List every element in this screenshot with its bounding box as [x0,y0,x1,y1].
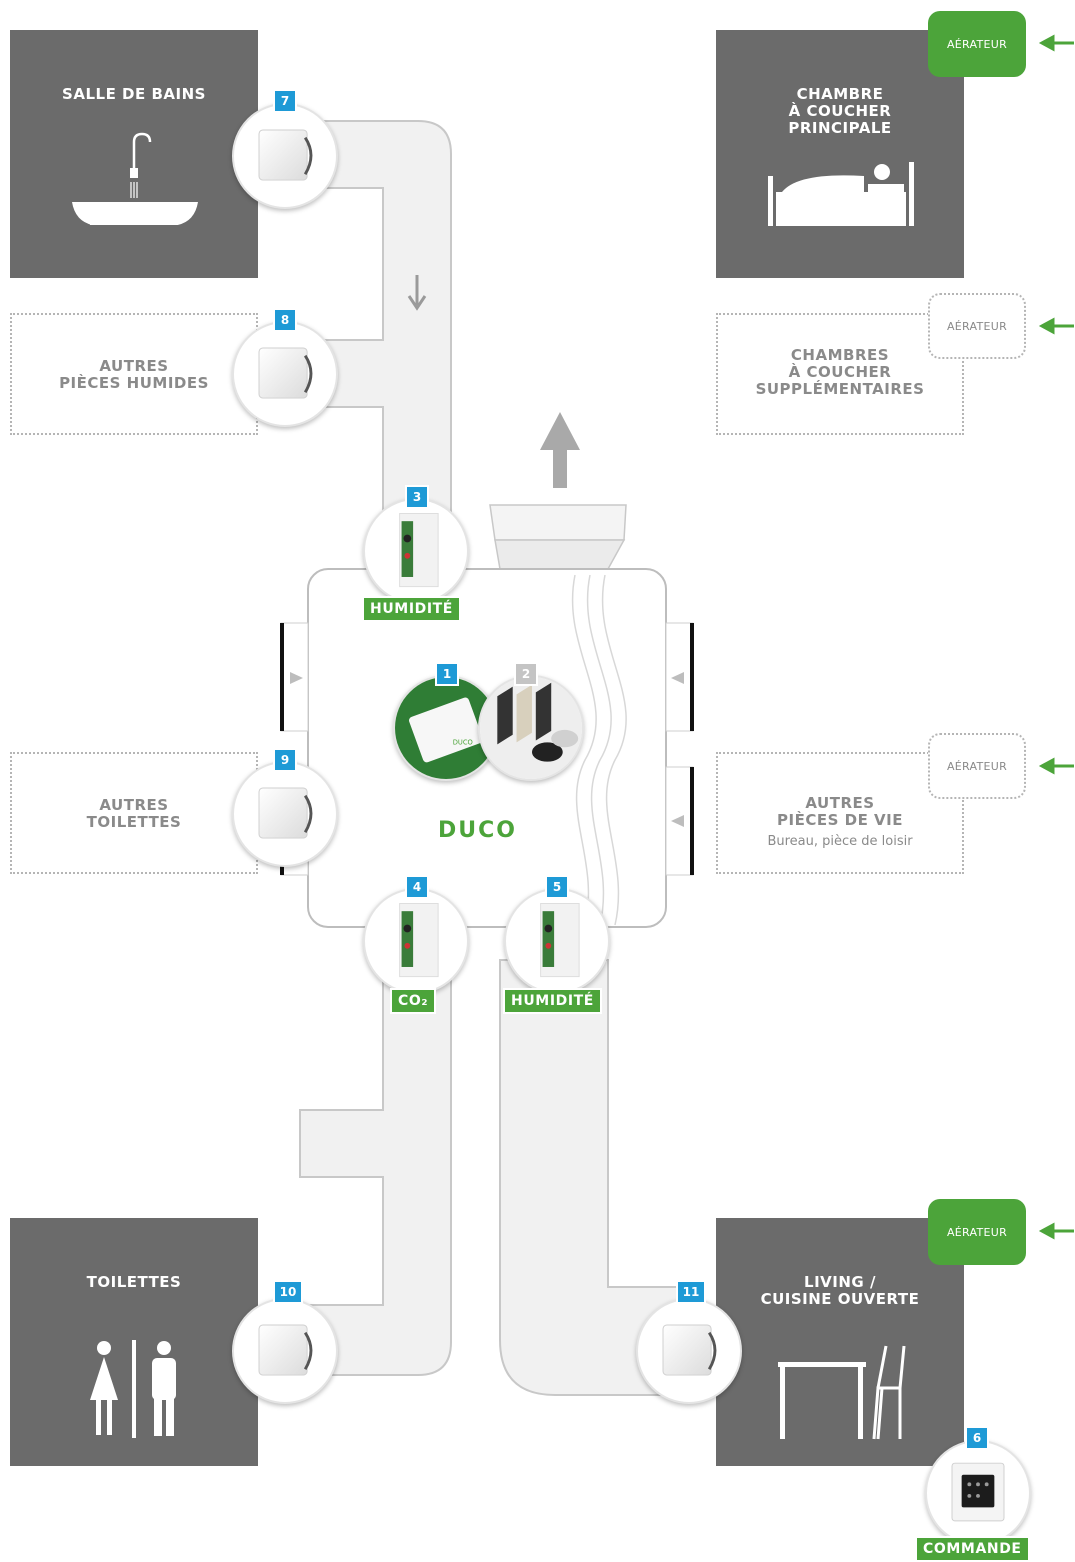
valve-9 [232,761,338,867]
bed-icon [768,162,914,226]
duct-bottom-left [299,959,452,1376]
tag-8: 8 [273,308,297,332]
toilet-people-icon [90,1340,176,1438]
tag-9: 9 [273,748,297,772]
aerateur-living-kitchen: AÉRATEUR [928,1199,1026,1265]
tag-11: 11 [676,1280,706,1304]
room-bathroom: SALLE DE BAINS [10,30,258,278]
exhaust-up-arrow [540,412,580,488]
supply-arrows [1038,34,1074,1240]
room-other-toilets: AUTRES TOILETTES [10,752,258,874]
valve-11 [636,1298,742,1404]
tag-7: 7 [273,89,297,113]
tag-2: 2 [514,662,538,686]
room-extra-bedrooms: CHAMBRES À COUCHER SUPPLÉMENTAIRES [716,313,964,435]
sensor-4 [363,888,469,994]
valve-7 [232,103,338,209]
label-humidity-top: HUMIDITÉ [362,596,461,622]
aerateur-living-rooms: AÉRATEUR [928,733,1026,799]
room-bathroom-title: SALLE DE BAINS [62,85,206,103]
duct-top [299,120,452,541]
tag-3: 3 [405,485,429,509]
valve-10 [232,1298,338,1404]
exhaust-collar [489,504,627,570]
label-control: COMMANDE [915,1536,1030,1562]
bathtub-icon [72,132,198,225]
room-living-rooms: AUTRES PIÈCES DE VIE Bureau, pièce de lo… [716,752,964,874]
room-master-bedroom-title: CHAMBRE À COUCHER PRINCIPALE [788,85,892,137]
aerateur-extra-bedrooms: AÉRATEUR [928,293,1026,359]
room-living-kitchen-title: LIVING / CUISINE OUVERTE [760,1273,920,1308]
tag-1: 1 [435,662,459,686]
room-toilets-title: TOILETTES [86,1273,182,1291]
room-master-bedroom: CHAMBRE À COUCHER PRINCIPALE [716,30,964,278]
label-co2: CO₂ [390,988,437,1014]
tag-6: 6 [965,1426,989,1450]
room-living-rooms-subtitle: Bureau, pièce de loisir [767,834,913,849]
duco-logo: DUCO [438,818,517,843]
room-other-toilets-title: AUTRES TOILETTES [86,796,182,831]
svg-text:DUCO: DUCO [453,738,473,746]
controller-1: DUCO [393,675,499,781]
room-wet-rooms-title: AUTRES PIÈCES HUMIDES [59,357,209,392]
room-extra-bedrooms-title: CHAMBRES À COUCHER SUPPLÉMENTAIRES [755,346,925,398]
table-chair-icon [778,1345,906,1440]
tag-4: 4 [405,875,429,899]
room-living-kitchen: LIVING / CUISINE OUVERTE [716,1218,964,1466]
sensor-5 [504,888,610,994]
room-toilets: TOILETTES [10,1218,258,1466]
aerateur-master-bedroom: AÉRATEUR [928,11,1026,77]
flow-down-arrow [407,275,427,311]
filter-2 [478,675,584,781]
unit-internal-ducts [571,574,627,926]
label-humidity-bottom: HUMIDITÉ [503,988,602,1014]
tag-5: 5 [545,875,569,899]
room-wet-rooms: AUTRES PIÈCES HUMIDES [10,313,258,435]
sensor-3 [363,498,469,604]
room-living-rooms-title: AUTRES PIÈCES DE VIE [777,794,903,829]
tag-10: 10 [273,1280,303,1304]
valve-8 [232,321,338,427]
control-panel-6 [925,1440,1031,1546]
